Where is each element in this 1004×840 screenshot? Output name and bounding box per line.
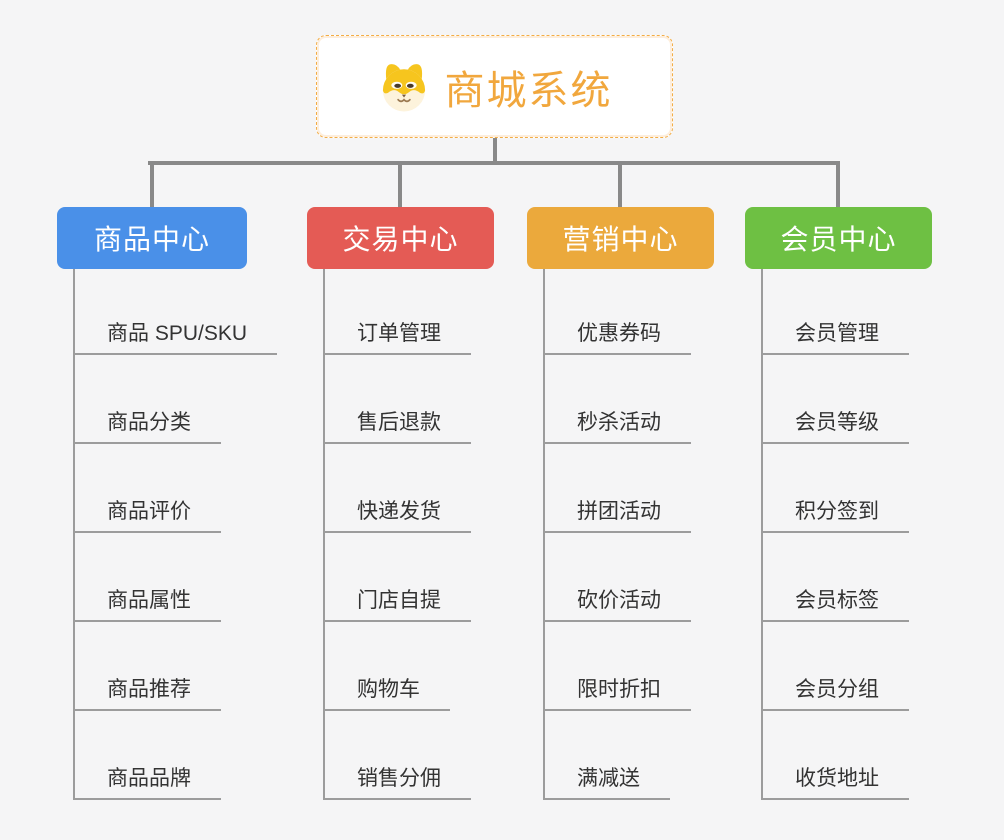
- branch-trade-center: 交易中心 订单管理 售后退款 快递发货 门店自提 购物车 销售分佣: [307, 207, 494, 800]
- branch-children-trade-center: 订单管理 售后退款 快递发货 门店自提 购物车 销售分佣: [323, 269, 494, 800]
- subtopic-node[interactable]: 会员等级: [763, 411, 909, 444]
- subtopic-node[interactable]: 销售分佣: [325, 767, 471, 800]
- connector-root-stem: [493, 138, 497, 163]
- root-topic-node[interactable]: 商城系统: [316, 35, 673, 138]
- subtopic-node[interactable]: 积分签到: [763, 500, 909, 533]
- subtopic-node[interactable]: 会员标签: [763, 589, 909, 622]
- branch-node-member-center[interactable]: 会员中心: [745, 207, 932, 269]
- subtopic-node[interactable]: 快递发货: [325, 500, 471, 533]
- subtopic-node[interactable]: 满减送: [545, 767, 670, 800]
- subtopic-node[interactable]: 商品评价: [75, 500, 221, 533]
- subtopic-node[interactable]: 售后退款: [325, 411, 471, 444]
- subtopic-node[interactable]: 会员管理: [763, 322, 909, 355]
- subtopic-node[interactable]: 门店自提: [325, 589, 471, 622]
- subtopic-node[interactable]: 商品推荐: [75, 678, 221, 711]
- branch-children-product-center: 商品 SPU/SKU 商品分类 商品评价 商品属性 商品推荐 商品品牌: [73, 269, 278, 800]
- branch-children-marketing-center: 优惠券码 秒杀活动 拼团活动 砍价活动 限时折扣 满减送: [543, 269, 714, 800]
- branch-marketing-center: 营销中心 优惠券码 秒杀活动 拼团活动 砍价活动 限时折扣 满减送: [527, 207, 714, 800]
- subtopic-node[interactable]: 拼团活动: [545, 500, 691, 533]
- connector-drop-trade-center: [398, 163, 402, 207]
- subtopic-node[interactable]: 会员分组: [763, 678, 909, 711]
- subtopic-node[interactable]: 商品品牌: [75, 767, 221, 800]
- subtopic-node[interactable]: 收货地址: [763, 767, 909, 800]
- connector-horizontal-rail: [148, 161, 840, 165]
- subtopic-node[interactable]: 商品属性: [75, 589, 221, 622]
- branch-children-member-center: 会员管理 会员等级 积分签到 会员标签 会员分组 收货地址: [761, 269, 932, 800]
- subtopic-node[interactable]: 砍价活动: [545, 589, 691, 622]
- branch-product-center: 商品中心 商品 SPU/SKU 商品分类 商品评价 商品属性 商品推荐 商品品牌: [57, 207, 278, 800]
- subtopic-node[interactable]: 商品 SPU/SKU: [75, 322, 278, 355]
- connector-drop-marketing-center: [618, 163, 622, 207]
- branch-node-trade-center[interactable]: 交易中心: [307, 207, 494, 269]
- root-topic-title: 商城系统: [444, 68, 613, 113]
- connector-drop-product-center: [150, 163, 154, 207]
- subtopic-node[interactable]: 订单管理: [325, 322, 471, 355]
- subtopic-node[interactable]: 限时折扣: [545, 678, 691, 711]
- dog-face-icon: [377, 60, 431, 114]
- subtopic-node[interactable]: 购物车: [325, 678, 450, 711]
- branch-member-center: 会员中心 会员管理 会员等级 积分签到 会员标签 会员分组 收货地址: [745, 207, 932, 800]
- branch-node-product-center[interactable]: 商品中心: [57, 207, 247, 269]
- connector-drop-member-center: [836, 163, 840, 207]
- subtopic-node[interactable]: 优惠券码: [545, 322, 691, 355]
- subtopic-node[interactable]: 商品分类: [75, 411, 221, 444]
- branch-node-marketing-center[interactable]: 营销中心: [527, 207, 714, 269]
- subtopic-node[interactable]: 秒杀活动: [545, 411, 691, 444]
